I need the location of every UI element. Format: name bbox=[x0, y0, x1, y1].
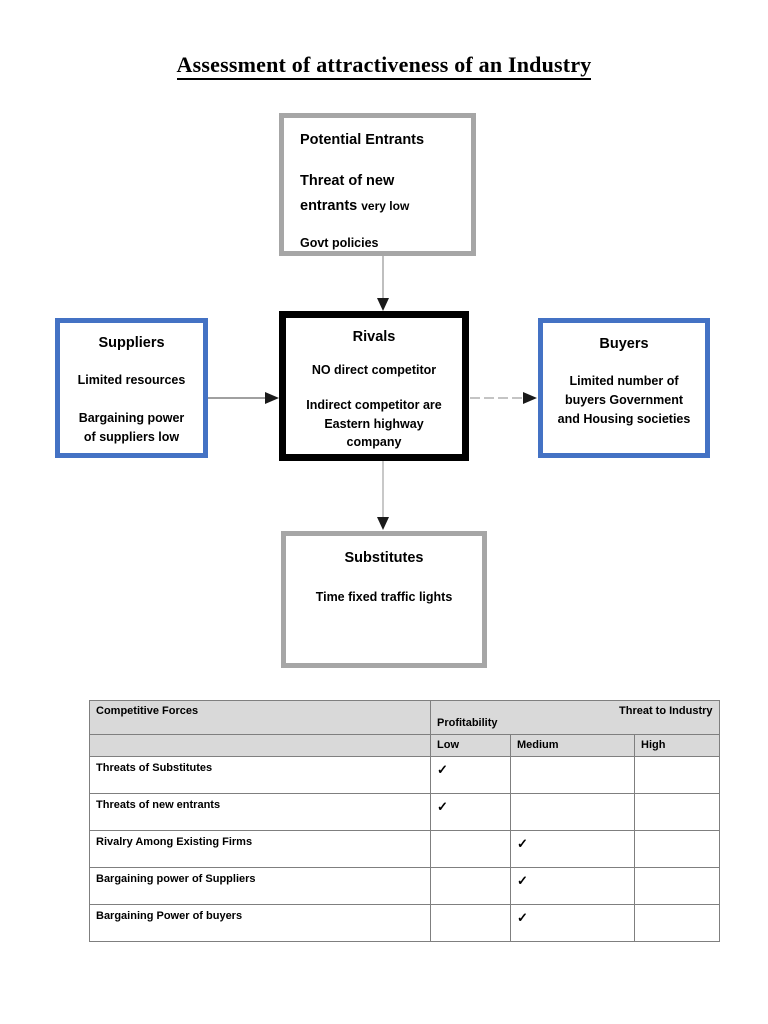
table-subheader-blank bbox=[89, 734, 431, 757]
buyers-line-2: buyers Government bbox=[564, 392, 684, 407]
table-row: Bargaining Power of buyers ✓ bbox=[89, 904, 720, 942]
cell-high[interactable] bbox=[634, 904, 720, 942]
substitutes-line-1: Time fixed traffic lights bbox=[315, 590, 453, 605]
suppliers-heading: Suppliers bbox=[98, 335, 165, 351]
cell-medium[interactable]: ✓ bbox=[510, 830, 635, 868]
rivals-line-1: NO direct competitor bbox=[311, 363, 437, 378]
table-subheader-medium: Medium bbox=[510, 734, 635, 757]
arrow-rivals-to-substitutes-icon bbox=[375, 461, 391, 531]
arrow-suppliers-to-rivals-icon bbox=[208, 390, 280, 406]
potential-entrants-line-1: Threat of new bbox=[300, 173, 395, 190]
suppliers-line-2: Bargaining power bbox=[78, 410, 185, 425]
cell-high[interactable] bbox=[634, 830, 720, 868]
cell-low[interactable]: ✓ bbox=[430, 793, 511, 831]
table-header-row: Competitive Forces Threat to Industry Pr… bbox=[89, 700, 720, 735]
potential-entrants-line-3: Govt policies bbox=[300, 236, 379, 251]
table-row: Threats of Substitutes ✓ bbox=[89, 756, 720, 794]
rivals-heading: Rivals bbox=[352, 329, 396, 345]
cell-low[interactable]: ✓ bbox=[430, 756, 511, 794]
cell-medium[interactable]: ✓ bbox=[510, 904, 635, 942]
table-subheader-low: Low bbox=[430, 734, 511, 757]
table-row: Threats of new entrants ✓ bbox=[89, 793, 720, 831]
rivals-box: Rivals NO direct competitor Indirect com… bbox=[279, 311, 469, 461]
row-label: Rivalry Among Existing Firms bbox=[89, 830, 431, 868]
table-body: Threats of Substitutes ✓ Threats of new … bbox=[89, 756, 720, 942]
row-label: Bargaining Power of buyers bbox=[89, 904, 431, 942]
cell-high[interactable] bbox=[634, 793, 720, 831]
table-subheader-row: Low Medium High bbox=[89, 734, 720, 757]
buyers-line-3: and Housing societies bbox=[557, 411, 691, 426]
table-header-competitive-forces: Competitive Forces bbox=[89, 700, 431, 735]
page-title: Assessment of attractiveness of an Indus… bbox=[0, 52, 768, 80]
buyers-heading: Buyers bbox=[599, 336, 649, 352]
rivals-line-2: Indirect competitor are bbox=[306, 397, 442, 412]
rivals-line-4: company bbox=[346, 435, 402, 450]
table-subheader-high: High bbox=[634, 734, 720, 757]
substitutes-heading: Substitutes bbox=[344, 550, 424, 566]
cell-high[interactable] bbox=[634, 756, 720, 794]
arrow-rivals-to-buyers-icon bbox=[470, 390, 538, 406]
suppliers-line-1: Limited resources bbox=[77, 373, 186, 388]
table-row: Rivalry Among Existing Firms ✓ bbox=[89, 830, 720, 868]
substitutes-box: Substitutes Time fixed traffic lights bbox=[281, 531, 487, 668]
row-label: Threats of Substitutes bbox=[89, 756, 431, 794]
cell-medium[interactable] bbox=[510, 793, 635, 831]
suppliers-box: Suppliers Limited resources Bargaining p… bbox=[55, 318, 208, 458]
suppliers-line-3: of suppliers low bbox=[83, 429, 180, 444]
arrow-entrants-to-rivals-icon bbox=[375, 256, 391, 312]
cell-low[interactable] bbox=[430, 904, 511, 942]
row-label: Threats of new entrants bbox=[89, 793, 431, 831]
table-header-threat-text: Threat to Industry Profitability bbox=[437, 705, 713, 729]
competitive-forces-table: Competitive Forces Threat to Industry Pr… bbox=[89, 700, 720, 942]
row-label: Bargaining power of Suppliers bbox=[89, 867, 431, 905]
table-header-threat: Threat to Industry Profitability bbox=[430, 700, 720, 735]
potential-entrants-heading: Potential Entrants bbox=[300, 132, 425, 148]
cell-medium[interactable] bbox=[510, 756, 635, 794]
cell-medium[interactable]: ✓ bbox=[510, 867, 635, 905]
buyers-box: Buyers Limited number of buyers Governme… bbox=[538, 318, 710, 458]
cell-high[interactable] bbox=[634, 867, 720, 905]
potential-entrants-line-2-small: very low bbox=[361, 198, 410, 213]
potential-entrants-line-2: entrants very low bbox=[300, 195, 471, 217]
potential-entrants-line-2-bold: entrants bbox=[300, 197, 358, 214]
cell-low[interactable] bbox=[430, 867, 511, 905]
table-row: Bargaining power of Suppliers ✓ bbox=[89, 867, 720, 905]
rivals-line-3: Eastern highway bbox=[324, 416, 424, 431]
cell-low[interactable] bbox=[430, 830, 511, 868]
buyers-line-1: Limited number of bbox=[569, 374, 679, 389]
page-title-text: Assessment of attractiveness of an Indus… bbox=[176, 52, 592, 80]
potential-entrants-box: Potential Entrants Threat of new entrant… bbox=[279, 113, 476, 256]
